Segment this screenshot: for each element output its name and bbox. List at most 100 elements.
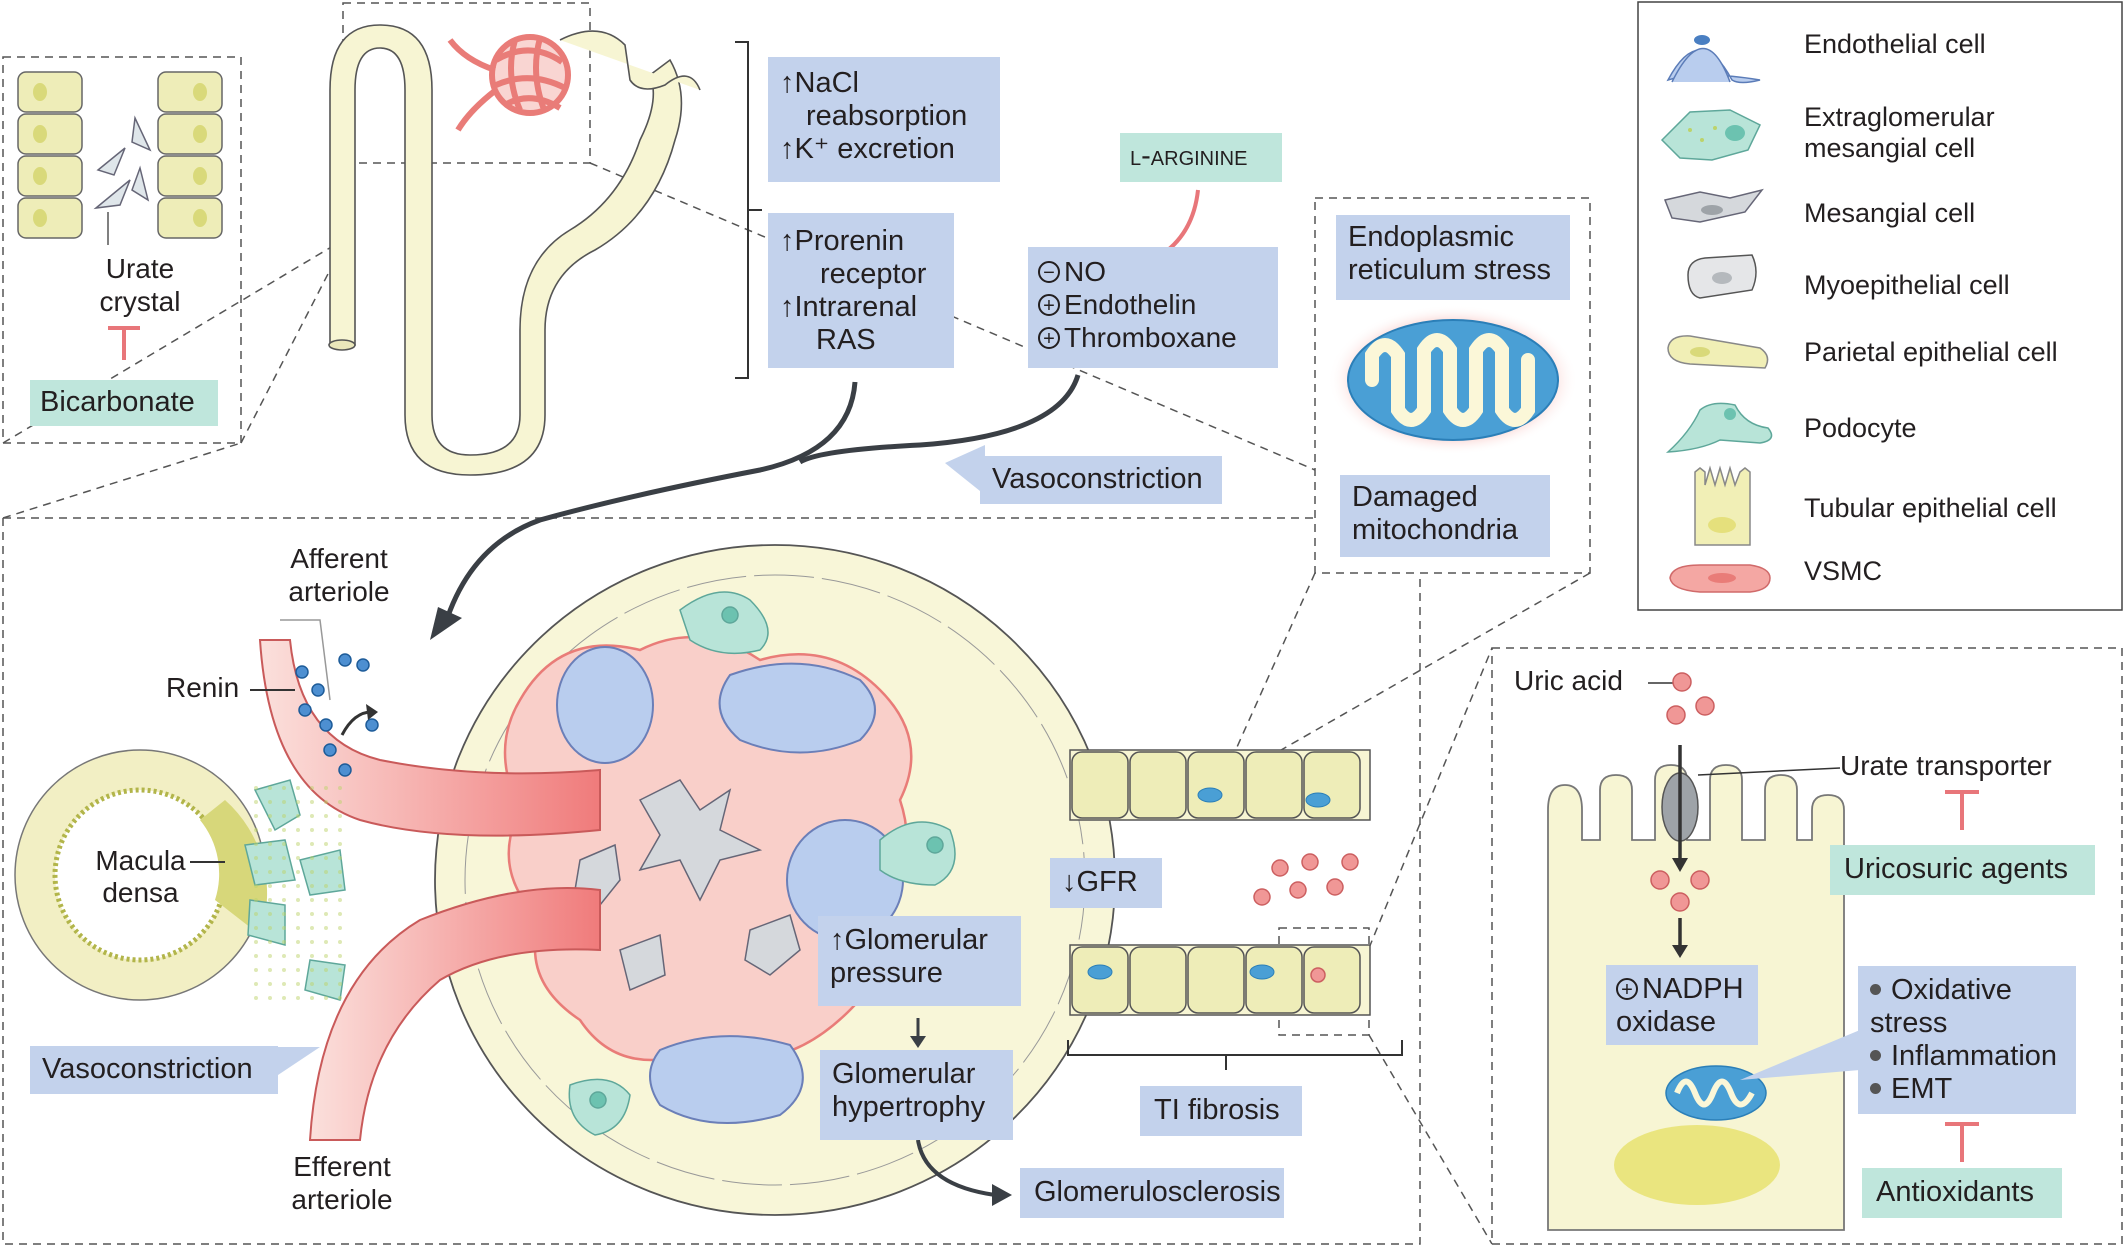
reabsorption-line: reabsorption (806, 100, 968, 132)
plus-icon: + (1038, 294, 1060, 316)
legend-box (1637, 1, 2123, 611)
thromboxane-label: Thromboxane (1064, 322, 1237, 353)
legend-label-podocyte: Podocyte (1804, 413, 1917, 443)
legend-label-tubular: Tubular epithelial cell (1804, 493, 2057, 523)
nadph-line: +NADPH oxidase (1616, 973, 1748, 1039)
damaged-mitochondria-drawing (1328, 305, 1578, 455)
urate-crystal-panel (17, 71, 223, 360)
ras-line: RAS (816, 324, 876, 356)
legend-mesangial-icon (1663, 188, 1764, 223)
inhibit-bar-uricosuric (1945, 790, 1979, 830)
effect-oxidative: Oxidative stress (1870, 974, 2012, 1039)
renin-granules (295, 653, 379, 777)
bicarbonate-box: Bicarbonate (30, 380, 218, 426)
capillary-loops (556, 646, 904, 1124)
effect-item: Inflammation (1870, 1040, 2064, 1073)
legend-myoepithelial-icon (1687, 254, 1757, 299)
uricosuric-agents-box: Uricosuric agents (1830, 845, 2095, 895)
glomerular-pressure-box: ↑Glomerular pressure (818, 916, 1021, 1006)
antioxidants-box: Antioxidants (1862, 1168, 2062, 1218)
urate-crystals (93, 115, 152, 210)
mesangial-network (574, 779, 801, 992)
glomerulus-small (447, 34, 571, 132)
vasoconstriction-left-box: Vasoconstriction (30, 1046, 278, 1094)
efferent-arteriole-label: Efferent arteriole (291, 1151, 393, 1215)
inhibit-bar-antioxidants (1945, 1122, 1979, 1162)
podocytes (568, 591, 956, 1136)
legend-extraglomerular-icon (1660, 109, 1761, 161)
nephron-top-lobe (559, 30, 701, 91)
nadph-label: NADPH oxidase (1616, 973, 1744, 1038)
uric-acid-dots (1650, 672, 1715, 912)
effect-item: Oxidative stress (1870, 974, 2064, 1040)
ti-fibrosis-box: TI fibrosis (1140, 1086, 1302, 1136)
renin-label: Renin (166, 672, 240, 703)
l-arginine-label: l-arginine (1130, 140, 1248, 172)
effect-inflammation: Inflammation (1891, 1040, 2058, 1072)
tubule-mitochondria (1087, 787, 1331, 980)
bullet-icon (1870, 984, 1881, 995)
extraglomerular-mesangial-cells (244, 779, 350, 1010)
plus-icon: + (1038, 327, 1060, 349)
no-line: −NO (1038, 255, 1268, 288)
thromboxane-line: +Thromboxane (1038, 321, 1268, 354)
vasoconstriction-left-pointer (275, 1047, 320, 1077)
legend-label-endothelial: Endothelial cell (1804, 29, 1986, 59)
legend-podocyte-icon (1665, 402, 1773, 453)
cell-mitochondrion (1665, 1065, 1767, 1121)
vasoconstriction-pointer (945, 445, 985, 495)
k-excretion-line: ↑K⁺ excretion (780, 133, 955, 165)
legend-label-vsmc: VSMC (1804, 556, 1883, 586)
glomerulosclerosis-box: Glomerulosclerosis (1020, 1168, 1284, 1218)
gfr-box: ↓GFR (1050, 858, 1162, 908)
legend-label-extraglomerular: Extraglomerular mesangial cell (1804, 102, 1995, 163)
nacl-line: ↑NaCl (780, 67, 859, 99)
bullet-icon (1870, 1083, 1881, 1094)
effects-box: Oxidative stress Inflammation EMT (1858, 966, 2076, 1114)
urate-transporter-label: Urate transporter (1840, 750, 2052, 781)
prorenin-box: ↑Prorenin receptor ↑Intrarenal RAS (768, 213, 954, 368)
urate-crystal-label: Urate crystal (99, 253, 181, 317)
glomerular-hypertrophy-box: Glomerular hypertrophy (820, 1050, 1013, 1140)
tubule-bracket (735, 41, 762, 379)
proximal-tubule (1069, 749, 1371, 1016)
damaged-mitochondria-box: Damaged mitochondria (1340, 475, 1550, 557)
legend-parietal-icon (1667, 335, 1769, 369)
vasoconstriction-arrow (442, 381, 858, 626)
renin-pointer (250, 689, 295, 691)
nacl-box: ↑NaCl reabsorption ↑K⁺ excretion (768, 57, 1000, 182)
effect-emt: EMT (1891, 1073, 1953, 1105)
afferent-arteriole-label: Afferent arteriole (288, 543, 390, 607)
inhibit-bar-bicarbonate (108, 326, 140, 360)
tubule-cells-left (17, 71, 223, 239)
endothelin-label: Endothelin (1064, 289, 1197, 320)
l-arginine-box: l-arginine (1120, 133, 1282, 182)
bullet-icon (1870, 1050, 1881, 1061)
uric-acid-label: Uric acid (1514, 665, 1623, 696)
nephron (328, 24, 683, 476)
prorenin-line: ↑Prorenin (780, 225, 905, 257)
receptor-line: receptor (820, 258, 927, 290)
mediators-box: −NO +Endothelin +Thromboxane (1028, 247, 1278, 368)
legend-endothelial-icon (1666, 35, 1761, 84)
intrarenal-line: ↑Intrarenal (780, 291, 918, 323)
legend-label-myoepithelial: Myoepithelial cell (1804, 270, 2010, 300)
legend-vsmc-icon (1669, 564, 1771, 593)
legend-label-mesangial: Mesangial cell (1804, 198, 1976, 228)
uric-acid-dots-tubule (1253, 853, 1359, 983)
effects-pointer (1740, 1030, 1860, 1080)
legend-tubular-icon (1694, 465, 1751, 546)
vasoconstriction-top-box: Vasoconstriction (980, 456, 1222, 504)
efferent-arteriole (308, 887, 601, 1141)
effect-item: EMT (1870, 1073, 2064, 1106)
legend-label-parietal: Parietal epithelial cell (1804, 337, 2058, 367)
er-stress-box: Endoplasmic reticulum stress (1336, 215, 1570, 300)
nadph-oxidase-box: +NADPH oxidase (1606, 965, 1758, 1045)
ti-fibrosis-bracket (1067, 1040, 1403, 1070)
minus-icon: − (1038, 261, 1060, 283)
endothelin-line: +Endothelin (1038, 288, 1268, 321)
plus-icon: + (1616, 978, 1638, 1000)
macula-densa-label: Macula densa (95, 845, 186, 908)
no-label: NO (1064, 256, 1106, 287)
